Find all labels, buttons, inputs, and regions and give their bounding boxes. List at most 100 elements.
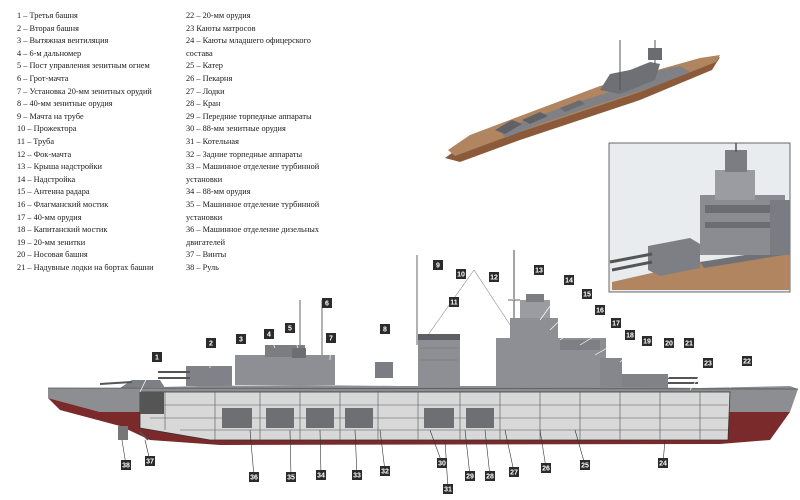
callout-tag-23: 23 [703, 358, 713, 368]
legend-entry: 26 – Пекарня [186, 73, 233, 83]
callout-tag-11: 11 [449, 297, 459, 307]
callout-number: 13 [535, 268, 543, 275]
legend-entry: 23 Каюты матросов [186, 23, 256, 33]
callout-tag-2: 2 [206, 338, 216, 348]
legend-entry: 29 – Передние торпедные аппараты [186, 111, 312, 121]
legend-entry: 6 – Грот-мачта [17, 73, 69, 83]
callout-number: 8 [383, 327, 387, 334]
callout-tag-14: 14 [564, 275, 574, 285]
callout-tag-15: 15 [582, 289, 592, 299]
callout-number: 6 [325, 301, 329, 308]
callout-tag-21: 21 [684, 338, 694, 348]
callout-number: 9 [436, 263, 440, 270]
legend-entry: 2 – Вторая башня [17, 23, 79, 33]
callout-leader-line [539, 279, 570, 321]
callout-number: 19 [643, 339, 651, 346]
legend-entry: 34 – 88-мм орудия [186, 187, 251, 197]
callout-leader-line [419, 264, 439, 335]
callout-tag-6: 6 [322, 298, 332, 308]
callout-tag-9: 9 [433, 260, 443, 270]
callout-tag-20: 20 [664, 338, 674, 348]
bridge-closeup-view [608, 142, 791, 293]
callout-tag-3: 3 [236, 334, 246, 344]
legend-entry: 32 – Задние торпедные аппараты [186, 149, 303, 159]
callout-tag-16: 16 [595, 305, 605, 315]
ship-perspective-view [445, 40, 720, 162]
callout-tag-12: 12 [489, 272, 499, 282]
callout-number: 3 [239, 337, 243, 344]
callout-number: 21 [685, 341, 693, 348]
legend-entry: 27 – Лодки [186, 86, 225, 96]
callout-number: 22 [743, 359, 751, 366]
callout-number: 12 [490, 275, 498, 282]
callout-tag-29: 29 [465, 471, 475, 481]
callout-number: 25 [581, 463, 589, 470]
legend-entry: 17 – 40-мм орудия [17, 212, 82, 222]
callout-tag-38: 38 [121, 460, 131, 470]
callout-tag-5: 5 [285, 323, 295, 333]
callout-tag-4: 4 [264, 329, 274, 339]
ship-cutaway [47, 250, 799, 445]
callout-number: 5 [288, 326, 292, 333]
callout-number: 33 [353, 473, 361, 480]
callout-leader-line [379, 429, 386, 472]
callout-number: 38 [122, 463, 130, 470]
legend-entry: 31 – Котельная [186, 136, 239, 146]
callout-tag-37: 37 [145, 456, 155, 466]
callout-tag-33: 33 [352, 470, 362, 480]
callout-number: 30 [438, 461, 446, 468]
callout-tag-18: 18 [625, 330, 635, 340]
callout-tag-13: 13 [534, 265, 544, 275]
callout-leader-line [464, 429, 471, 477]
callout-tag-30: 30 [437, 458, 447, 468]
callout-leader-line [289, 429, 292, 478]
callout-leader-line [354, 429, 358, 476]
callout-leader-line [444, 301, 455, 335]
callout-tag-17: 17 [611, 318, 621, 328]
legend-entry: 5 – Пост управления зенитным огнем [17, 61, 150, 71]
legend-entry: 37 – Винты [186, 250, 227, 260]
callout-number: 11 [450, 300, 458, 307]
callout-number: 20 [665, 341, 673, 348]
legend-entry: 4 – 6-м дальномер [17, 48, 82, 58]
legend-entry: 28 – Кран [186, 99, 221, 109]
legend-entry: 11 – Труба [17, 136, 55, 146]
legend-entry: 18 – Капитанский мостик [17, 225, 108, 235]
callout-leader-line [444, 439, 449, 490]
legend-entry: 13 – Крыша надстройки [17, 162, 102, 172]
callout-leader-line [549, 293, 588, 331]
legend-entry: 20 – Носовая башня [17, 250, 88, 260]
callout-tag-24: 24 [658, 458, 668, 468]
legend-entry: 25 – Катер [186, 61, 223, 71]
callout-leader-line [579, 322, 617, 346]
callout-tag-26: 26 [541, 463, 551, 473]
legend-entry: 16 – Флагманский мостик [17, 199, 109, 209]
callout-tag-36: 36 [249, 472, 259, 482]
legend-entry: 33 – Машинное отделение турбинной устано… [186, 162, 320, 184]
callout-tag-35: 35 [286, 472, 296, 482]
legend-entry: 1 – Третья башня [17, 11, 78, 20]
callout-number: 37 [146, 459, 154, 466]
legend-entry: 12 – Фок-мачта [17, 149, 72, 159]
legend-entry: 7 – Установка 20-мм зенитных орудий [17, 86, 152, 96]
callout-leader-line [639, 342, 670, 375]
legend-entry: 35 – Машинное отделение турбинной устано… [186, 199, 320, 222]
legend-entry: 19 – 20-мм зенитки [17, 237, 86, 247]
callout-tag-27: 27 [509, 467, 519, 477]
legend-entry: 3 – Вытяжная вентиляция [17, 36, 109, 46]
legend-column-1: 1 – Третья башня 2 – Вторая башня 3 – Вытя… [17, 10, 187, 274]
callout-number: 24 [659, 461, 667, 468]
callout-leader-line [574, 429, 586, 466]
callout-leader-line [429, 429, 443, 464]
legend-entry: 15 – Антенна радара [17, 187, 90, 197]
callout-number: 10 [457, 272, 465, 279]
legend-entry: 9 – Мачта на трубе [17, 111, 84, 121]
callout-number: 31 [444, 487, 452, 494]
callout-tag-32: 32 [380, 466, 390, 476]
callout-tag-19: 19 [642, 336, 652, 346]
callout-number: 35 [287, 475, 295, 482]
legend-entry: 21 – Надувные лодки на бортах башни [17, 262, 154, 272]
callout-number: 4 [267, 332, 271, 339]
